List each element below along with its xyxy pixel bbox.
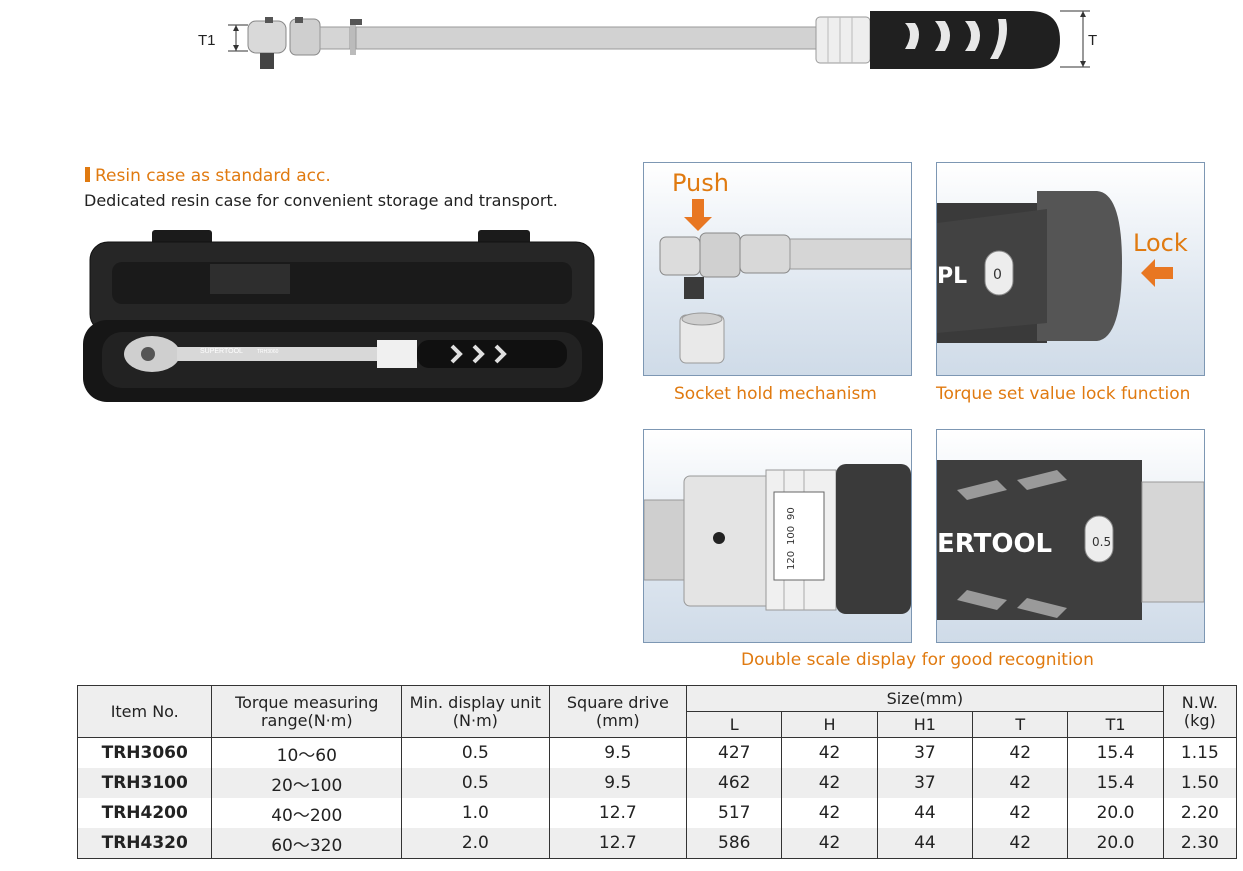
- th-size: Size(mm): [686, 685, 1164, 712]
- cell-h1: 44: [876, 798, 974, 828]
- scale-tick-120: 120: [786, 551, 797, 570]
- down-arrow-icon: [684, 199, 712, 231]
- cell-t1: 20.0: [1067, 798, 1164, 828]
- cell-square: 12.7: [548, 798, 688, 828]
- cell-item: TRH3100: [76, 768, 213, 798]
- cell-item: TRH4200: [76, 798, 213, 828]
- cell-h1: 44: [876, 828, 974, 859]
- th-square-drive: Square drive(mm): [548, 685, 688, 738]
- cell-l: 517: [686, 798, 783, 828]
- cell-l: 427: [686, 737, 783, 768]
- lock-function-panel: PL 0 Lock: [936, 162, 1205, 376]
- cell-t: 42: [972, 768, 1069, 798]
- cell-nw: 1.50: [1162, 768, 1238, 798]
- brand-text-grip: ERTOOL: [937, 529, 1052, 559]
- cell-min: 1.0: [401, 798, 550, 828]
- cell-t: 42: [972, 737, 1069, 768]
- cell-range: 40〜200: [211, 798, 403, 828]
- cell-h1: 37: [876, 768, 974, 798]
- brand-text-partial: PL: [937, 264, 967, 289]
- cell-h: 42: [781, 828, 878, 859]
- left-arrow-icon: [1141, 259, 1173, 287]
- cell-h: 42: [781, 798, 878, 828]
- scale-display-panel: 90 100 120: [643, 429, 912, 643]
- grip-panel: ERTOOL 0.5: [936, 429, 1205, 643]
- th-size-h1: H1: [876, 711, 974, 738]
- cell-t: 42: [972, 828, 1069, 859]
- th-size-h: H: [781, 711, 878, 738]
- cell-square: 12.7: [548, 828, 688, 859]
- lock-function-illustration: PL 0 Lock: [937, 191, 1188, 343]
- cell-nw: 2.20: [1162, 798, 1238, 828]
- socket-hold-illustration: Push: [659, 169, 911, 364]
- case-description: Dedicated resin case for convenient stor…: [84, 191, 558, 210]
- cell-l: 586: [686, 828, 783, 859]
- cell-nw: 1.15: [1162, 737, 1238, 768]
- cell-nw: 2.30: [1162, 828, 1238, 859]
- cell-h1: 37: [876, 737, 974, 768]
- cell-range: 20〜100: [211, 768, 403, 798]
- socket-hold-caption: Socket hold mechanism: [674, 384, 877, 404]
- th-item-no: Item No.: [76, 685, 213, 738]
- cell-min: 0.5: [401, 737, 550, 768]
- lock-label: Lock: [1133, 229, 1188, 257]
- cell-t1: 15.4: [1067, 768, 1164, 798]
- case-model-label: TRH3060: [257, 349, 279, 355]
- table-row: TRH3060 10〜60 0.5 9.5 427 42 37 42 15.4 …: [76, 737, 1238, 768]
- cell-l: 462: [686, 768, 783, 798]
- scale-tick-90: 90: [786, 507, 797, 520]
- cell-item: TRH4320: [76, 828, 213, 859]
- th-size-t: T: [972, 711, 1069, 738]
- th-size-t1: T1: [1067, 711, 1164, 738]
- th-size-l: L: [686, 711, 783, 738]
- lock-dial-value: 0: [993, 267, 1002, 283]
- t1-label: T1: [198, 32, 216, 49]
- lock-function-caption: Torque set value lock function: [936, 384, 1191, 404]
- table-row: TRH3100 20〜100 0.5 9.5 462 42 37 42 15.4…: [76, 768, 1238, 798]
- table-row: TRH4200 40〜200 1.0 12.7 517 42 44 42 20.…: [76, 798, 1238, 828]
- table-row: TRH4320 60〜320 2.0 12.7 586 42 44 42 20.…: [76, 828, 1238, 859]
- case-brand-label: SUPERTOOL: [200, 348, 243, 355]
- cell-min: 0.5: [401, 768, 550, 798]
- resin-case-photo: SUPERTOOL TRH3060: [83, 230, 603, 402]
- wrench-side-view: T1 T: [198, 10, 1097, 69]
- grip-dial-value: 0.5: [1092, 535, 1111, 549]
- scale-tick-100: 100: [786, 526, 797, 545]
- cell-square: 9.5: [548, 737, 688, 768]
- cell-t1: 20.0: [1067, 828, 1164, 859]
- cell-square: 9.5: [548, 768, 688, 798]
- t-label: T: [1088, 32, 1097, 49]
- cell-min: 2.0: [401, 828, 550, 859]
- bullet-bar: [85, 167, 90, 182]
- scale-display-caption: Double scale display for good recognitio…: [741, 650, 1094, 670]
- cell-t1: 15.4: [1067, 737, 1164, 768]
- push-label: Push: [672, 169, 729, 197]
- case-title-text: Resin case as standard acc.: [95, 166, 331, 186]
- cell-h: 42: [781, 737, 878, 768]
- scale-display-illustration: 90 100 120: [644, 464, 911, 614]
- th-nw: N.W.(kg): [1162, 685, 1238, 738]
- cell-item: TRH3060: [76, 737, 213, 768]
- th-min-unit: Min. display unit(N·m): [401, 685, 550, 738]
- cell-range: 10〜60: [211, 737, 403, 768]
- case-title: Resin case as standard acc.: [85, 166, 331, 186]
- cell-h: 42: [781, 768, 878, 798]
- grip-illustration: ERTOOL 0.5: [937, 460, 1204, 620]
- cell-t: 42: [972, 798, 1069, 828]
- socket-hold-panel: Push: [643, 162, 912, 376]
- cell-range: 60〜320: [211, 828, 403, 859]
